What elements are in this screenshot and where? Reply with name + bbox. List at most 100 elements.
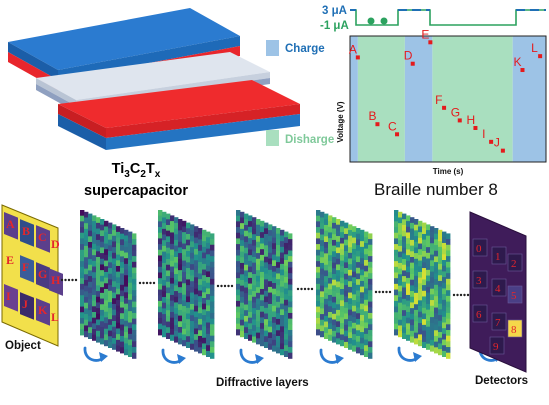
waveform-dot [367,17,375,25]
detector-region-7 [491,312,507,331]
detectors-label: Detectors [475,375,529,387]
connector-dot [220,284,223,288]
object-letter-h: H [51,273,61,287]
object-letter-d: D [51,237,60,251]
diffractive-layers-label: Diffractive layers [216,377,309,389]
detector-region-5 [507,285,523,304]
x-axis-label: Time (s) [433,167,464,176]
detector-digit-9: 9 [493,341,499,353]
detector-region-2 [507,253,523,272]
diffractive-layer [394,210,451,359]
data-label-h: H [466,113,475,127]
current-low-label: -1 μA [320,20,349,32]
y-axis-label: Voltage (V) [336,101,345,143]
data-label-k: K [513,55,521,69]
data-point-a [355,55,360,60]
braille-title: Braille number 8 [374,180,498,199]
rotation-arrows [83,346,503,364]
connector-dot [374,290,378,294]
connector-dot [145,281,149,285]
data-point-i [489,139,494,144]
data-point-d [410,61,415,66]
data-label-d: D [404,49,413,63]
data-point-g [457,118,462,123]
object-cell [36,262,50,290]
arrow-head-icon [177,354,186,364]
detector-region-6 [472,304,488,323]
connector-dot [388,290,392,294]
data-label-c: C [388,119,397,133]
detector-digit-1: 1 [495,251,501,263]
object-letter-f: F [22,260,29,274]
object-cell [4,212,18,240]
object-cell [4,284,18,312]
charge-band [404,36,433,162]
connector-dot [378,290,381,294]
object-letter-i: I [6,289,11,303]
data-point-b [375,122,380,127]
object-letter-c: C [38,230,47,244]
detector-region-0 [472,238,488,257]
object-cell [20,219,34,247]
data-point-f [442,105,447,110]
detector-digit-6: 6 [476,309,482,321]
data-label-a: A [349,42,357,56]
object-letter-a: A [6,217,15,231]
charge-band [350,36,358,162]
connector-dot [74,278,78,282]
connector-dot [227,284,230,288]
detector-digit-7: 7 [495,317,501,329]
data-point-l [538,54,543,59]
current-high-label: 3 μA [322,5,347,17]
connector-dot [456,293,459,297]
detector-digit-2: 2 [511,258,517,270]
connector-dot [142,281,145,285]
connector-dot [303,287,307,291]
connector-dot [452,293,456,297]
charge-swatch [266,40,279,56]
current-waveform: 3 μA -1 μA [320,5,546,32]
waveform-dot [380,17,388,25]
data-point-j [500,148,505,153]
data-point-h [473,125,478,130]
arrow-head-icon [335,354,344,364]
connector-dot [310,287,314,291]
connector-dot [60,278,64,282]
data-label-l: L [531,41,538,55]
object-cell [36,298,50,326]
supercapacitor-illustration [8,8,300,150]
object-cell [49,268,63,296]
supercapacitor-title: Ti3C2Tx supercapacitor [84,161,188,199]
diffractive-layer [80,210,137,359]
connector-dot [216,284,220,288]
connector-dot [300,287,303,291]
connector-dot [152,281,156,285]
connector-dot [67,278,71,282]
detector-digit-3: 3 [476,275,482,287]
connector-dot [296,287,300,291]
connector-dot [459,293,463,297]
connector-dot [381,290,385,294]
detector-region-3 [472,270,488,289]
detector-digit-0: 0 [476,243,482,255]
discharge-label: Disharge [285,134,334,146]
arrow-head-icon [413,352,422,362]
detector-digit-4: 4 [495,283,501,295]
diffractive-layer [158,210,215,359]
connector-dot [230,284,234,288]
object-letter-l: L [51,310,59,324]
connector-dot [466,293,470,297]
charge-label: Charge [285,43,325,55]
connectors [60,278,470,297]
object-cell [20,255,34,283]
diffractive-layer [316,210,373,359]
connector-dot [307,287,310,291]
diffractive-layers [80,210,451,359]
data-point-e [428,40,433,45]
object-letter-e: E [6,253,14,267]
discharge-band [357,36,405,162]
object-letter-g: G [38,267,47,281]
object-letter-b: B [22,224,30,238]
